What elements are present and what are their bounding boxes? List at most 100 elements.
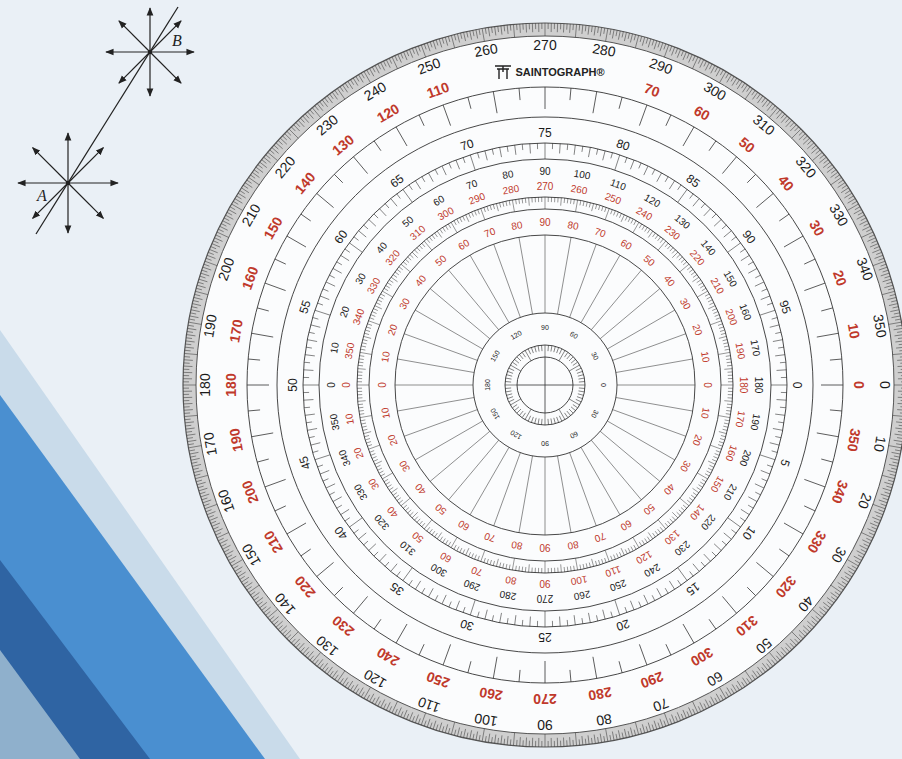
outer-degree-number: 250 (415, 55, 442, 76)
inner-red-degree-number: 80 (504, 574, 517, 586)
inner-red-degree-number: 70 (470, 564, 484, 577)
center-number: 90 (541, 324, 549, 331)
inner-degree-number: 250 (608, 578, 627, 593)
line-ab (36, 7, 178, 234)
outer-red-degree-number: 40 (775, 173, 796, 194)
arrow (119, 52, 150, 83)
inner-degree-number: 340 (337, 448, 352, 467)
quadrant-number: 60 (619, 238, 634, 252)
quadrant-number: 30 (398, 297, 412, 312)
inner-red-degree-number: 310 (408, 224, 427, 242)
inner-red-degree-number: 290 (468, 191, 487, 206)
arrow (18, 182, 68, 183)
arrow (67, 183, 68, 233)
inner-degree-number: 150 (721, 269, 738, 288)
inner-red-degree-number: 50 (410, 529, 425, 544)
inner-red-degree-number: 180 (738, 377, 748, 394)
arrow (68, 182, 118, 183)
outer-red-degree-number: 300 (688, 645, 715, 669)
inner-degree-number: 40 (374, 241, 389, 256)
outer-degree-number: 240 (361, 79, 388, 103)
percent-number: 80 (615, 138, 631, 154)
inner-degree-number: 290 (463, 578, 482, 593)
outer-red-degree-number: 160 (239, 264, 260, 291)
outer-degree-number: 270 (533, 38, 556, 52)
inner-red-degree-number: 60 (439, 549, 454, 563)
inner-red-degree-number: 270 (537, 182, 554, 192)
percent-number: 90 (740, 228, 758, 246)
crosshair (517, 357, 573, 413)
outer-red-degree-number: 20 (831, 268, 849, 287)
percent-number: 15 (684, 580, 702, 598)
inner-degree-number: 350 (329, 413, 342, 431)
arrow (68, 183, 103, 218)
inner-degree-number: 190 (748, 413, 761, 431)
outer-degree-number: 220 (272, 153, 298, 180)
inner-red-degree-number: 150 (708, 474, 725, 493)
outer-red-degree-number: 60 (692, 103, 712, 123)
inner-degree-number: 0 (327, 382, 337, 388)
outer-degree-number: 350 (871, 313, 889, 338)
inner-red-degree-number: 120 (634, 548, 653, 565)
outer-degree-number: 290 (648, 55, 675, 76)
outer-degree-number: 320 (793, 153, 819, 180)
quadrant-number: 80 (511, 539, 524, 551)
quadrant-number: 30 (398, 459, 412, 474)
outer-degree-number: 200 (215, 255, 236, 282)
outer-red-degree-number: 240 (374, 645, 401, 669)
inner-red-degree-number: 160 (724, 443, 739, 462)
percent-number: 5 (778, 458, 791, 468)
percent-number: 50 (287, 378, 299, 391)
percent-number: 10 (740, 524, 758, 542)
inner-degree-number: 170 (748, 339, 761, 357)
outer-degree-number: 60 (705, 669, 725, 689)
percent-number: 25 (538, 631, 551, 643)
outer-red-degree-number: 30 (807, 218, 827, 238)
quadrant-number: 20 (691, 433, 704, 447)
outer-degree-number: 140 (272, 590, 298, 617)
outer-red-degree-number: 250 (424, 670, 451, 691)
outer-red-degree-number: 270 (533, 692, 556, 706)
outer-degree-number: 20 (855, 492, 873, 511)
inner-red-degree-number: 30 (366, 477, 380, 492)
outer-degree-number: 100 (473, 711, 498, 729)
center-number: 30 (590, 351, 600, 361)
inner-red-degree-number: 110 (603, 564, 621, 579)
outer-red-degree-number: 10 (846, 322, 862, 340)
outer-degree-number: 30 (829, 545, 849, 565)
percent-ticks (303, 143, 787, 627)
arrow (149, 52, 150, 96)
ring-lines (247, 87, 843, 683)
inner-red-degree-number: 100 (570, 574, 588, 587)
inner-degree-number: 300 (429, 561, 448, 578)
quadrant-number: 30 (678, 297, 692, 312)
degree-ticks (247, 87, 843, 683)
logo-icon (495, 66, 511, 79)
outer-degree-number: 280 (591, 41, 616, 59)
inner-ticks (357, 197, 733, 573)
quadrant-number: 50 (433, 253, 448, 268)
outer-red-degree-number: 310 (733, 613, 760, 639)
outer-red-degree-number: 120 (374, 101, 401, 125)
outer-degree-number: 40 (795, 593, 816, 614)
outer-degree-number: 260 (473, 41, 498, 59)
outer-red-degree-number: 200 (239, 479, 260, 506)
inner-degree-number: 220 (699, 512, 717, 531)
outer-red-degree-number: 220 (292, 573, 318, 600)
inner-red-degree-number: 170 (734, 410, 747, 428)
quadrant-number: 10 (699, 407, 711, 420)
outer-degree-number: 330 (827, 201, 851, 228)
outer-red-degree-number: 260 (478, 685, 503, 703)
inner-red-degree-number: 350 (344, 342, 357, 360)
outer-red-degree-number: 70 (643, 81, 662, 99)
inner-red-degree-number: 340 (351, 308, 366, 327)
inner-degree-number: 120 (642, 192, 661, 209)
tick-marks (183, 23, 902, 747)
inner-red-degree-number: 260 (570, 184, 588, 197)
inner-degree-number: 100 (573, 169, 591, 182)
outer-red-degree-number: 170 (227, 318, 245, 343)
quadrant-number: 80 (567, 220, 580, 232)
outer-red-degree-number: 230 (330, 613, 357, 639)
inner-degree-number: 80 (502, 169, 515, 181)
outer-red-degree-number: 150 (261, 214, 285, 241)
